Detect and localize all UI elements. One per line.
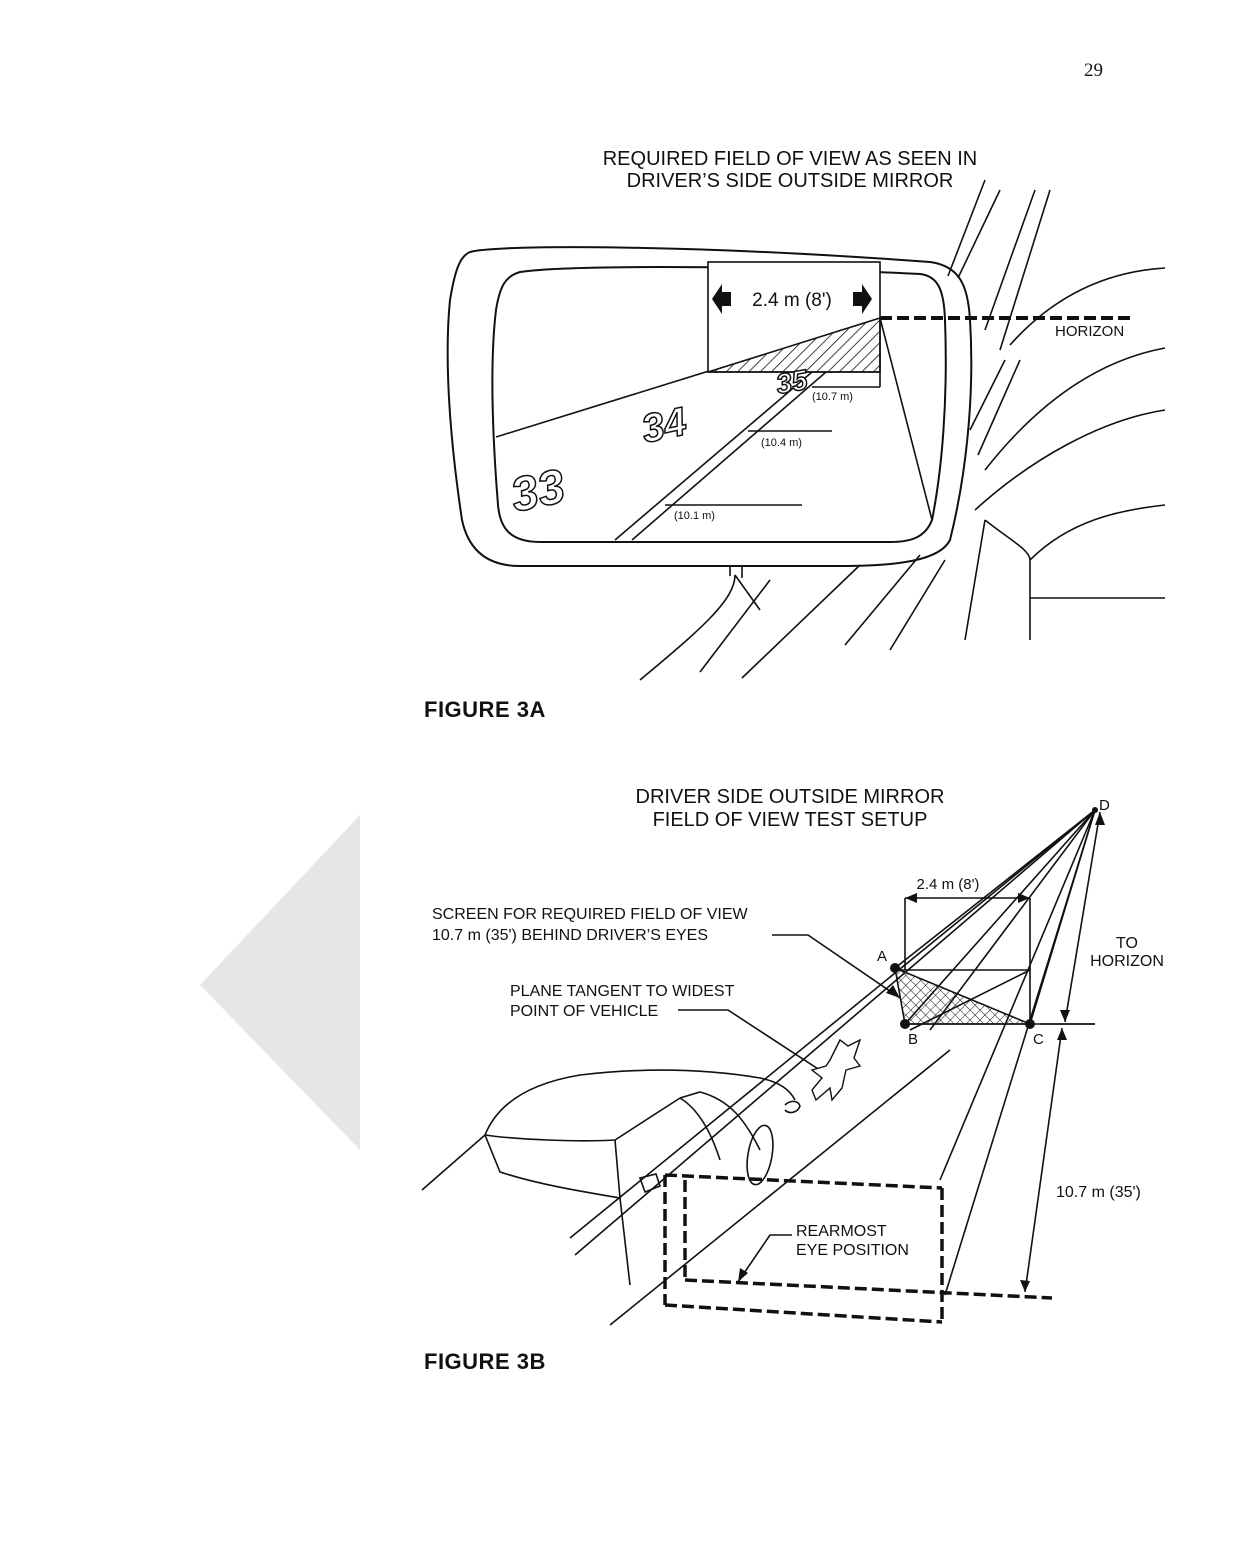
fig3a-title-line1: REQUIRED FIELD OF VIEW AS SEEN IN	[603, 148, 978, 170]
marker-35: 35	[774, 364, 810, 400]
figure-3b-drawing	[421, 809, 1101, 1326]
point-b-label: B	[908, 1031, 918, 1048]
point-d	[1092, 807, 1098, 813]
horizon-label-line2: HORIZON	[1090, 953, 1164, 970]
fig3a-distance-10-7: (10.7 m)	[812, 391, 853, 403]
eye-label-line2: EYE POSITION	[796, 1242, 909, 1259]
eye-label-line1: REARMOST	[796, 1223, 887, 1240]
point-c-label: C	[1033, 1031, 1044, 1048]
fig3b-width-label: 2.4 m (8')	[917, 876, 980, 893]
fig3b-title-line1: DRIVER SIDE OUTSIDE MIRROR	[636, 786, 945, 808]
marker-33: 33	[506, 460, 570, 523]
fig3a-width-label: 2.4 m (8')	[752, 290, 832, 311]
figure-3b-caption: FIGURE 3B	[424, 1349, 546, 1374]
test-points	[890, 807, 1098, 1029]
eye-position-box	[663, 1173, 1053, 1324]
plane-label-line1: PLANE TANGENT TO WIDEST	[510, 983, 735, 1000]
distance-label: 10.7 m (35')	[1056, 1184, 1141, 1201]
page-number: 29	[1084, 60, 1103, 81]
point-c	[1025, 1019, 1035, 1029]
figure-3a-drawing	[446, 179, 1166, 681]
width-arrows-3a	[712, 284, 872, 314]
road-cross-marker	[810, 1038, 862, 1102]
fig3b-title-line2: FIELD OF VIEW TEST SETUP	[653, 809, 928, 831]
fig3a-title-line2: DRIVER’S SIDE OUTSIDE MIRROR	[627, 170, 954, 192]
road-number-markers: 35 34 33	[506, 363, 811, 523]
fig3a-distance-10-1: (10.1 m)	[674, 510, 715, 522]
marker-34: 34	[638, 400, 691, 452]
screen-triangle-abc	[893, 966, 1031, 1025]
fig3a-horizon-label: HORIZON	[1055, 323, 1124, 340]
point-a-label: A	[877, 948, 887, 965]
figure-3a-caption: FIGURE 3A	[424, 697, 546, 722]
screen-label-line1: SCREEN FOR REQUIRED FIELD OF VIEW	[432, 906, 748, 923]
horizon-label-line1: TO	[1116, 935, 1138, 952]
point-b	[900, 1019, 910, 1029]
fig3a-distance-10-4: (10.4 m)	[761, 437, 802, 449]
plane-label-line2: POINT OF VEHICLE	[510, 1003, 658, 1020]
screen-label-line2: 10.7 m (35') BEHIND DRIVER’S EYES	[432, 927, 708, 944]
point-a	[890, 963, 900, 973]
point-d-label: D	[1099, 797, 1110, 814]
